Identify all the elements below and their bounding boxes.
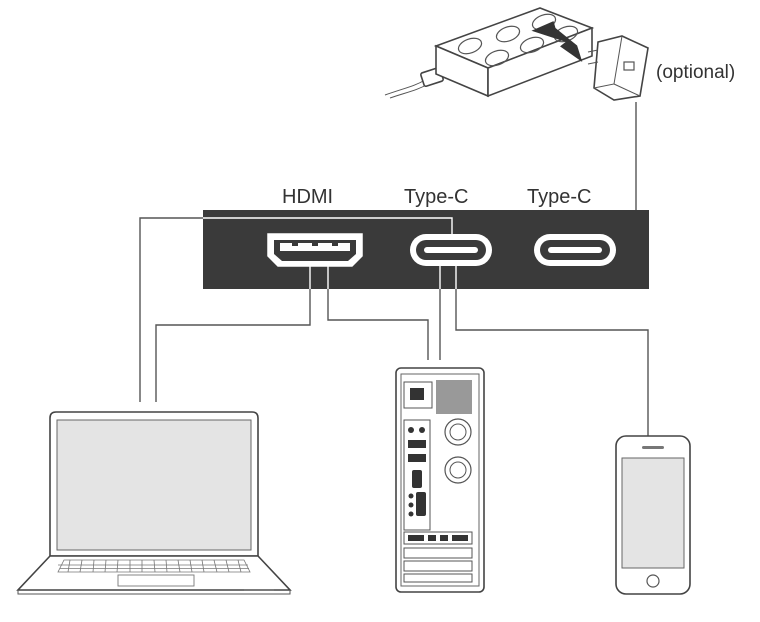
typec-port-1: [410, 234, 492, 266]
optional-label: (optional): [656, 62, 735, 83]
typec2-port-label: Type-C: [527, 186, 591, 208]
hdmi-port-label: HDMI: [282, 186, 333, 208]
hdmi-port: [267, 233, 363, 267]
laptop-keyboard: [57, 559, 251, 573]
home-button-icon: [646, 574, 660, 588]
power-adapter: [587, 35, 649, 101]
laptop-trackpad: [117, 574, 195, 587]
power-strip: [384, 7, 595, 99]
desktop-pc: [395, 367, 485, 593]
typec1-port-label: Type-C: [404, 186, 468, 208]
insert-arrow-icon: [531, 21, 583, 62]
laptop: [16, 411, 292, 595]
typec-port-2: [534, 234, 616, 266]
cables: [155, 266, 649, 436]
smartphone: [615, 435, 691, 595]
